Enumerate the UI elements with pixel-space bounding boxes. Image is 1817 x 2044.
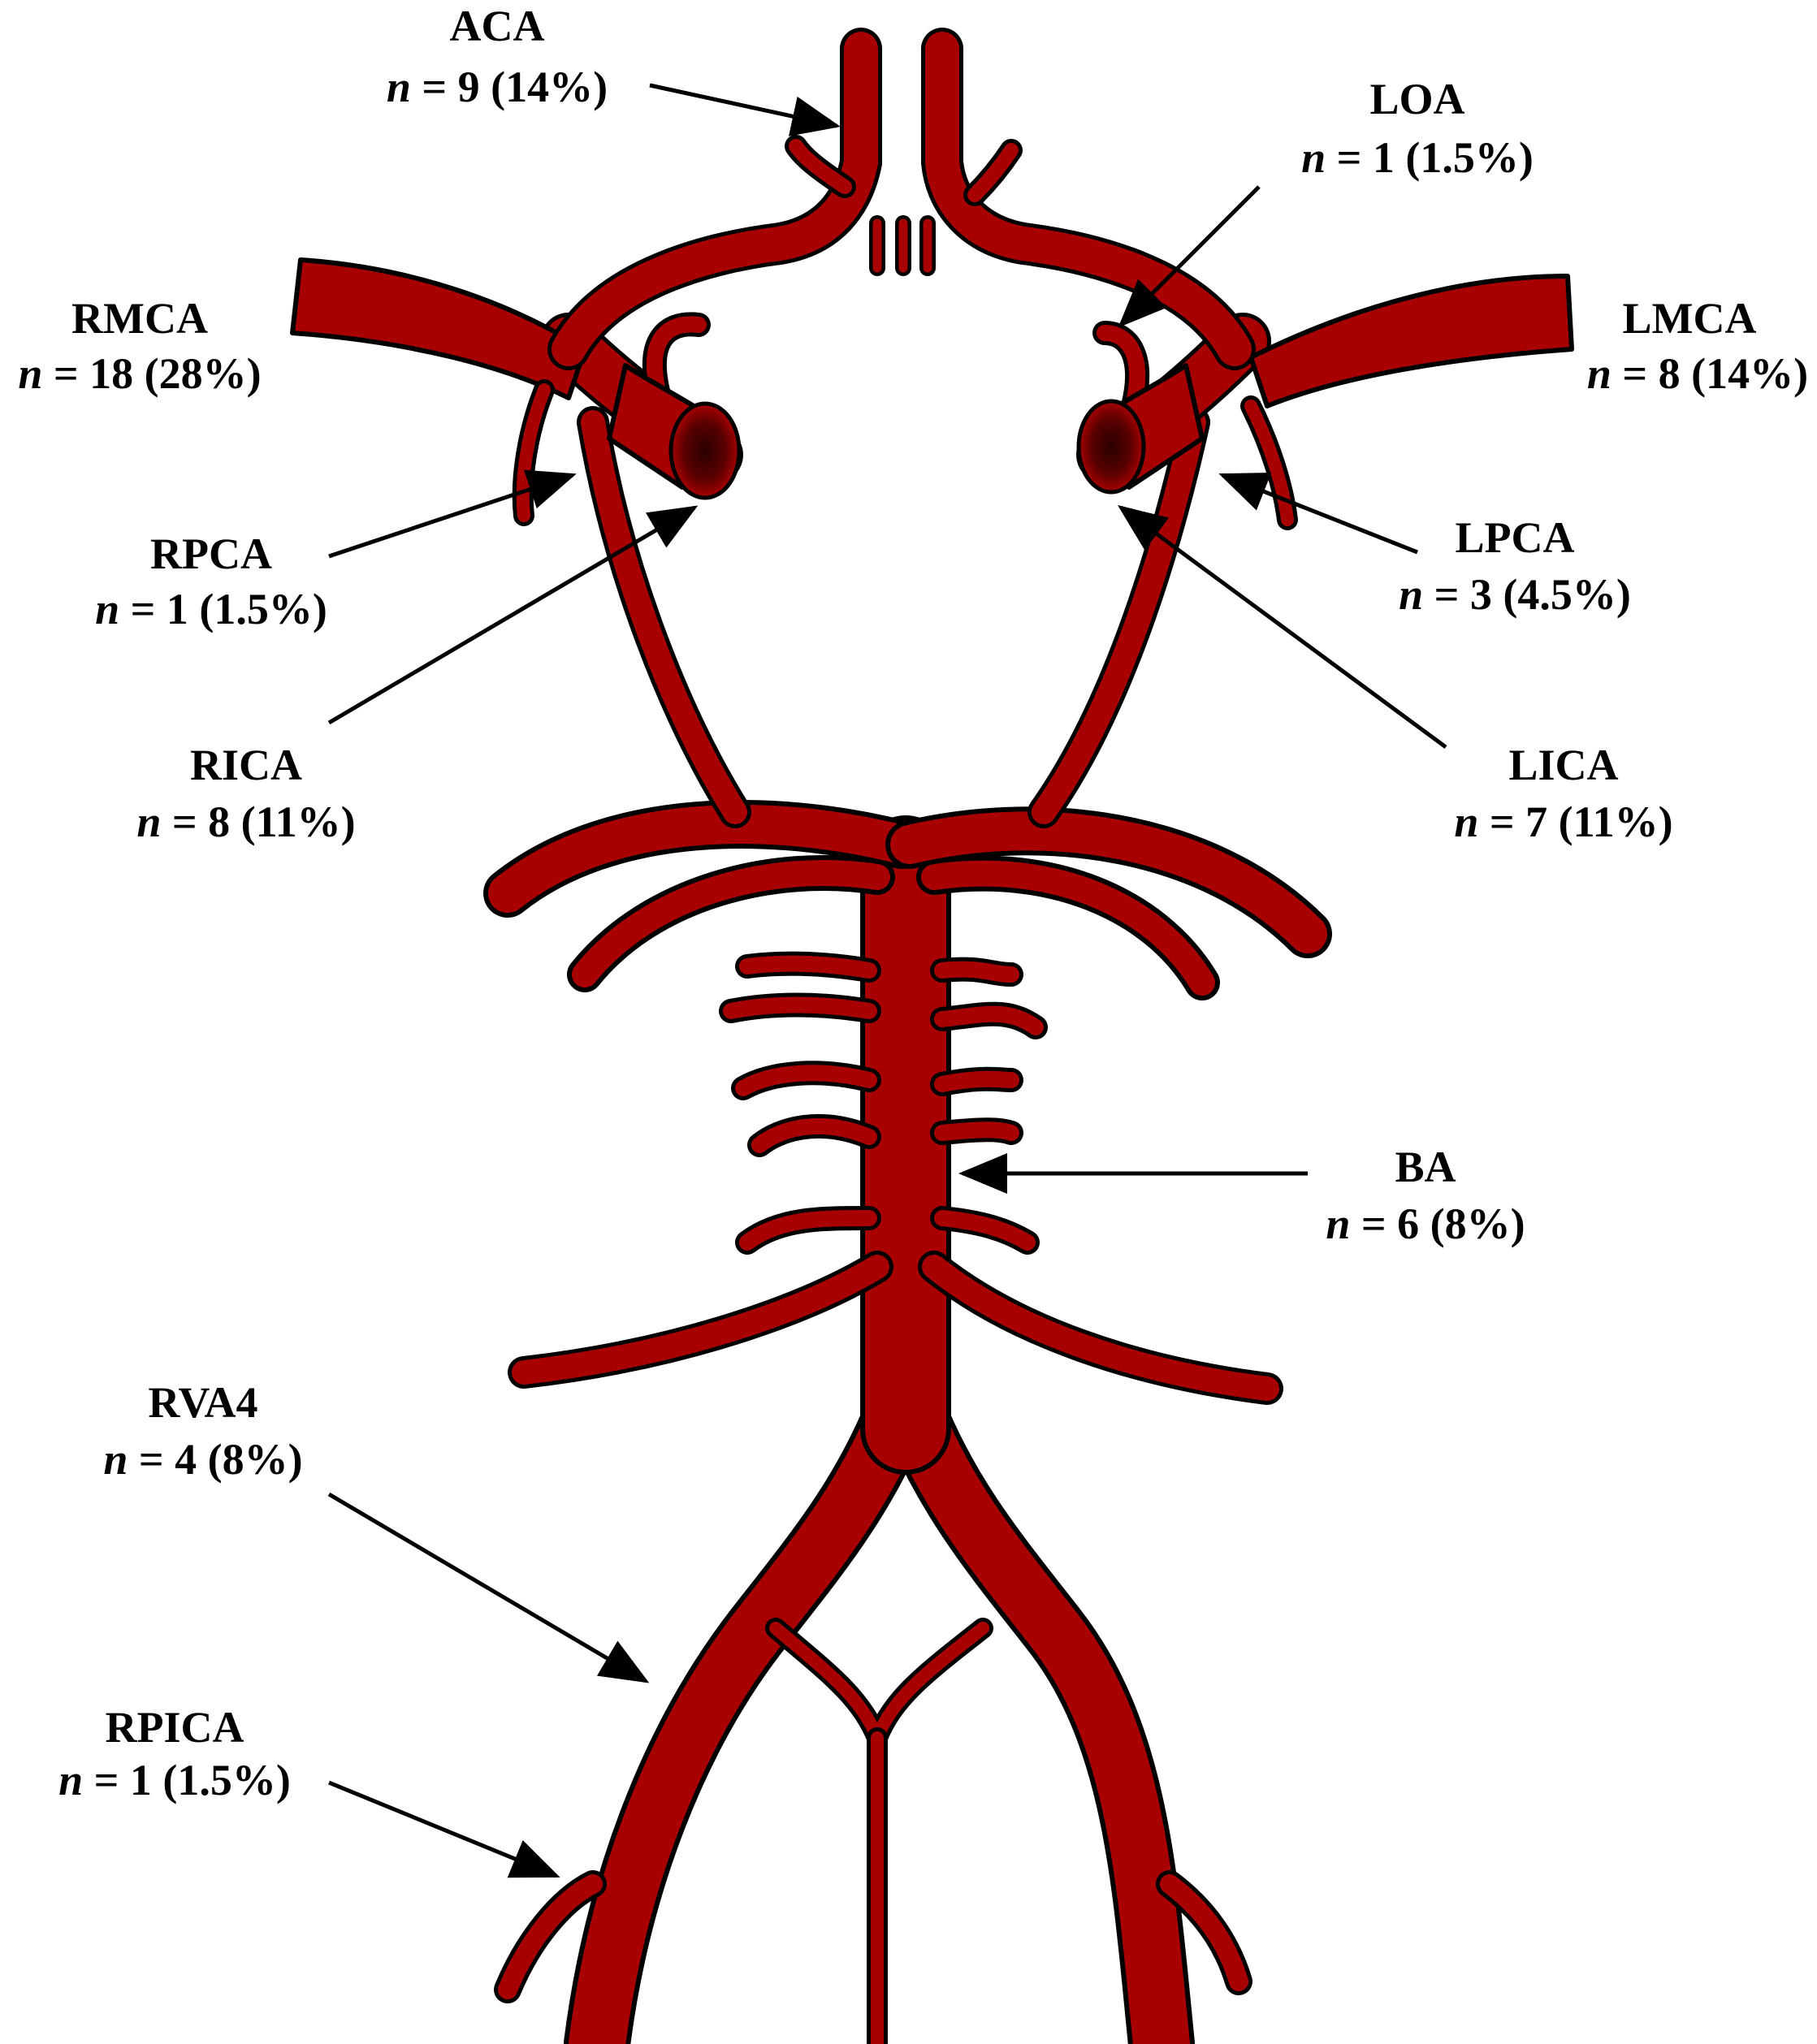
vessel-labels: ACA n = 9 (14%) LOA n = 1 (1.5%) RMCA n … bbox=[18, 2, 1808, 1804]
label-lmca: LMCA n = 8 (14%) bbox=[1587, 294, 1808, 398]
label-rpca-name: RPCA bbox=[150, 529, 272, 578]
posterior-cerebral-arteries bbox=[483, 800, 1332, 958]
aica-branches bbox=[508, 1251, 1283, 1405]
aneurysm-sites bbox=[607, 363, 1205, 500]
anterior-cerebral-arteries bbox=[547, 28, 1256, 370]
label-ba-name: BA bbox=[1395, 1143, 1456, 1191]
arrow-loa bbox=[1118, 185, 1261, 328]
pica-branches bbox=[494, 1870, 1252, 2003]
vertebral-arteries bbox=[564, 1380, 1195, 2044]
label-rmca-name: RMCA bbox=[71, 294, 208, 343]
arrow-aca bbox=[649, 83, 841, 136]
label-rva4: RVA4 n = 4 (8%) bbox=[103, 1378, 302, 1484]
label-rva4-name: RVA4 bbox=[148, 1378, 257, 1427]
arrow-lpca bbox=[1218, 472, 1418, 555]
label-lmca-name: LMCA bbox=[1623, 294, 1757, 343]
label-aca-name: ACA bbox=[450, 2, 545, 50]
lenticulostriate-branches bbox=[512, 379, 1298, 530]
label-rpica-name: RPICA bbox=[106, 1703, 244, 1752]
ophthalmic-branches bbox=[642, 312, 1150, 418]
label-ba-count: n = 6 (8%) bbox=[1326, 1199, 1525, 1248]
arrow-lica bbox=[1117, 505, 1447, 750]
left-ica-aneurysm bbox=[1076, 399, 1146, 495]
label-lica-name: LICA bbox=[1508, 741, 1618, 789]
label-loa: LOA n = 1 (1.5%) bbox=[1301, 75, 1534, 182]
label-rva4-count: n = 4 (8%) bbox=[103, 1435, 302, 1484]
arrow-rva4 bbox=[327, 1492, 650, 1683]
superior-cerebellar-arteries bbox=[567, 855, 1220, 1000]
middle-cerebral-arteries bbox=[290, 257, 1574, 408]
label-rmca: RMCA n = 18 (28%) bbox=[18, 294, 261, 398]
label-aca-count: n = 9 (14%) bbox=[387, 63, 608, 111]
label-lpca: LPCA n = 3 (4.5%) bbox=[1399, 513, 1631, 619]
arrow-rpca bbox=[328, 469, 577, 559]
label-rpica-count: n = 1 (1.5%) bbox=[58, 1756, 291, 1804]
arrow-rica bbox=[327, 505, 699, 725]
label-aca: ACA n = 9 (14%) bbox=[387, 2, 608, 111]
label-rpca: RPCA n = 1 (1.5%) bbox=[95, 529, 327, 633]
arrow-rpica bbox=[328, 1780, 560, 1878]
label-rpica: RPICA n = 1 (1.5%) bbox=[58, 1703, 291, 1804]
label-lpca-name: LPCA bbox=[1456, 513, 1575, 562]
label-ba: BA n = 6 (8%) bbox=[1326, 1143, 1525, 1248]
anterior-spinal-artery bbox=[765, 1618, 993, 2044]
posterior-communicating-arteries bbox=[577, 406, 1210, 828]
label-rmca-count: n = 18 (28%) bbox=[18, 349, 261, 398]
label-lica-count: n = 7 (11%) bbox=[1454, 797, 1672, 846]
label-lpca-count: n = 3 (4.5%) bbox=[1399, 570, 1631, 619]
label-rica-name: RICA bbox=[190, 741, 302, 789]
label-loa-name: LOA bbox=[1369, 75, 1464, 123]
label-rica: RICA n = 8 (11%) bbox=[136, 741, 355, 846]
label-lica: LICA n = 7 (11%) bbox=[1454, 741, 1672, 846]
annotation-arrows bbox=[327, 83, 1447, 1878]
vessel-tree bbox=[290, 28, 1574, 2044]
label-loa-count: n = 1 (1.5%) bbox=[1301, 133, 1534, 182]
label-rpca-count: n = 1 (1.5%) bbox=[95, 585, 327, 633]
pontine-branches bbox=[719, 951, 1048, 1255]
label-lmca-count: n = 8 (14%) bbox=[1587, 349, 1808, 398]
label-rica-count: n = 8 (11%) bbox=[136, 797, 355, 846]
right-ica-aneurysm bbox=[668, 401, 742, 500]
